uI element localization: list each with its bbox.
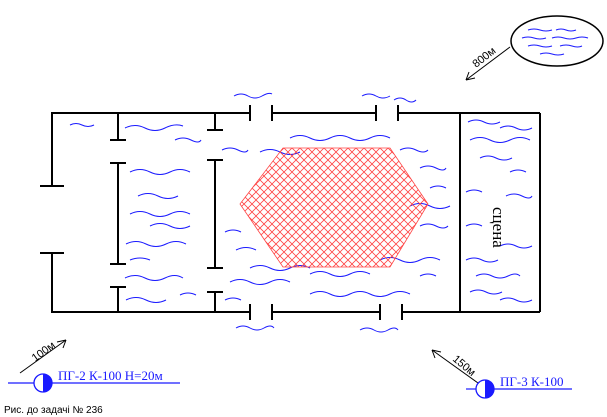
- water-reservoir: [510, 15, 604, 67]
- hydrant-right-icon: [466, 379, 572, 399]
- fire-zone: [239, 147, 429, 268]
- hydrant-right-label: ПГ-3 К-100: [500, 374, 563, 389]
- smoke-lines: [69, 92, 533, 333]
- left-hydrant-distance-label: 100м: [30, 339, 58, 364]
- building-walls: [40, 105, 541, 320]
- figure-caption: Рис. до задачі № 236: [4, 405, 103, 416]
- right-hydrant-distance-arrow: [431, 349, 479, 384]
- hydrant-left-icon: [8, 373, 180, 393]
- hydrant-left-label: ПГ-2 К-100 Н=20м: [58, 368, 163, 383]
- left-hydrant-distance-arrow: [19, 339, 67, 374]
- stage-label: сцена: [489, 207, 508, 248]
- lake-distance-arrow: [465, 46, 511, 81]
